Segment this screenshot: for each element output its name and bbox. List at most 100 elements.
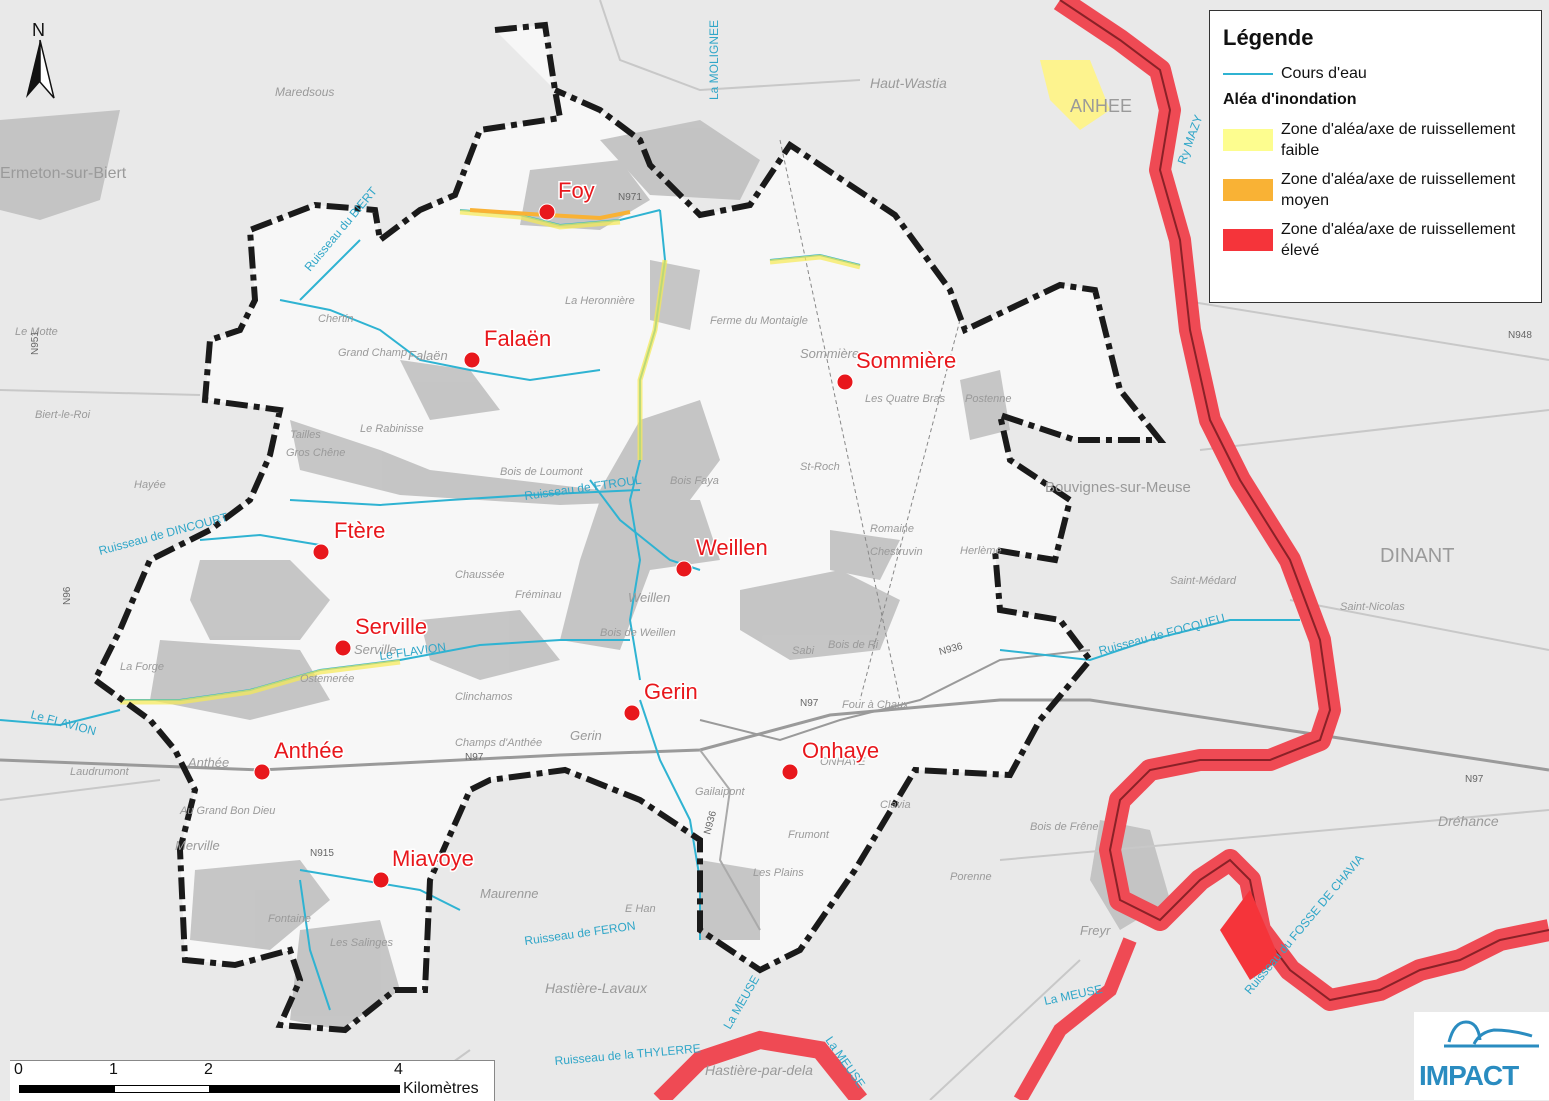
village-marker (312, 543, 330, 561)
place-label: Bois de Frêne (1030, 821, 1098, 833)
place-label: Hastière-par-dela (705, 1062, 813, 1078)
impact-logo: IMPACT (1414, 1012, 1549, 1100)
place-label: E Han (625, 903, 656, 915)
place-label: Biert-le-Roi (35, 409, 91, 421)
north-arrow-icon (26, 39, 55, 99)
village-label: Sommière (856, 348, 956, 373)
place-label: Gerin (570, 728, 602, 743)
scale-tick: 2 (204, 1061, 213, 1078)
place-label: Sommière (800, 346, 859, 361)
background-labels: DINANT Bouvignes-sur-MeuseDréhanceHastièr… (0, 75, 1499, 1078)
place-label: Haut-Wastia (870, 75, 947, 91)
water-label: La MOLIGNEE (707, 20, 721, 100)
place-label: Serville (354, 642, 397, 657)
village-label: Miavoye (392, 846, 474, 871)
low-hazard-swatch (1223, 129, 1273, 151)
legend-item-label: Zone d'aléa/axe de ruissellement moyen (1281, 171, 1516, 209)
village-marker (836, 373, 854, 391)
place-label: Ostemerée (300, 673, 354, 685)
place-label: Maurenne (480, 886, 539, 901)
place-label: St-Roch (800, 461, 840, 473)
road-label: N915 (310, 848, 334, 859)
place-label: Hastière-Lavaux (545, 980, 648, 996)
village-label: Gerin (644, 679, 698, 704)
place-label: ONHAYE (820, 756, 866, 768)
place-label: La Heronnière (565, 295, 635, 307)
place-label: Champs d'Anthée (455, 737, 542, 749)
place-label: Four à Chaux (842, 699, 909, 711)
legend-item-label: Zone d'aléa/axe de ruissellement élevé (1281, 221, 1516, 259)
scale-segment (19, 1085, 115, 1093)
north-label: N (32, 20, 45, 40)
place-label: Les Plains (753, 867, 804, 879)
place-label: Postenne (965, 393, 1011, 405)
place-label: Bouvignes-sur-Meuse (1045, 479, 1191, 496)
scale-segment (114, 1085, 210, 1093)
stream-line-icon (1223, 73, 1273, 75)
village-label: Onhaye (802, 738, 879, 763)
road-label: N948 (1508, 330, 1532, 341)
place-label: Bois Faya (670, 475, 719, 487)
road-label: N97 (800, 698, 819, 709)
road-label: N97 (1465, 774, 1484, 785)
map-legend: Légende Cours d'eau Aléa d'inondation Zo… (1209, 10, 1542, 303)
place-label: Herlème (960, 545, 1002, 557)
north-arrow: N (20, 20, 60, 102)
legend-item-medium: Zone d'aléa/axe de ruissellement moyen (1223, 169, 1529, 211)
scale-tick: 4 (394, 1061, 403, 1078)
place-label: Bois de Loumont (500, 466, 583, 478)
place-label: Saint-Médard (1170, 575, 1237, 587)
road-label: N96 (62, 586, 73, 605)
medium-hazard-swatch (1223, 179, 1273, 201)
place-label: Frumont (788, 829, 830, 841)
legend-stream-label: Cours d'eau (1281, 65, 1367, 82)
place-label: Les Salinges (330, 937, 393, 949)
scale-unit: Kilomètres (403, 1080, 479, 1097)
place-label: Sabi (792, 645, 815, 657)
legend-title: Légende (1223, 25, 1314, 50)
place-label: Bois de Ri (828, 639, 879, 651)
high-hazard-swatch (1223, 229, 1273, 251)
village-marker (253, 763, 271, 781)
place-label: Clavia (880, 799, 911, 811)
commune-boundary (91, 21, 1167, 1034)
village-label: Anthée (274, 738, 344, 763)
place-label: Le Motte (15, 326, 58, 338)
place-label: Anthée (187, 755, 229, 770)
place-label: Les Quatre Bras (865, 393, 946, 405)
place-label: Merville (175, 838, 220, 853)
village-label: Serville (355, 614, 427, 639)
village-marker (623, 704, 641, 722)
place-label: Saint-Nicolas (1340, 601, 1405, 613)
place-label: DINANT (1380, 545, 1454, 567)
village-marker (334, 639, 352, 657)
scale-bar: 0 1 2 4 Kilomètres (10, 1060, 495, 1101)
scale-segment (209, 1085, 400, 1093)
village-marker (675, 560, 693, 578)
village-label: Ftère (334, 518, 385, 543)
place-label: Dréhance (1438, 813, 1499, 829)
logo-icon (1444, 1020, 1539, 1048)
logo-text: IMPACT (1419, 1060, 1519, 1091)
place-label: ANHEE (1070, 96, 1132, 116)
village-label: Falaën (484, 326, 551, 351)
place-label: Hayée (134, 479, 166, 491)
legend-item-low: Zone d'aléa/axe de ruissellement faible (1223, 119, 1529, 161)
scale-tick: 0 (14, 1061, 23, 1078)
place-label: Weillen (628, 590, 670, 605)
place-label: Laudrumont (70, 766, 130, 778)
road-label: N97 (465, 752, 484, 763)
place-label: Gros Chêne (286, 447, 345, 459)
place-label: Fontaine (268, 913, 311, 925)
place-label: Bois de Weillen (600, 627, 676, 639)
place-label: Maredsous (275, 85, 334, 99)
road-label: N951 (30, 331, 41, 355)
place-label: Grand Champ (338, 347, 407, 359)
place-label: Romaine (870, 523, 914, 535)
place-label: Au Grand Bon Dieu (179, 805, 275, 817)
village-marker (372, 871, 390, 889)
legend-section-title: Aléa d'inondation (1223, 91, 1357, 108)
place-label: Chestruvin (870, 546, 923, 558)
place-label: Chaussée (455, 569, 505, 581)
place-label: Tailles (290, 429, 321, 441)
